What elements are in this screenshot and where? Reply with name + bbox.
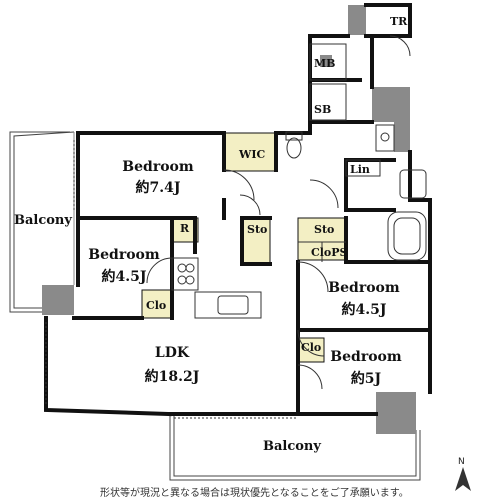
bedroom4-name: Bedroom <box>330 349 402 365</box>
interior-details <box>45 35 427 419</box>
sto1-label: Sto <box>247 223 268 236</box>
bedroom1-size: 約7.4J <box>135 180 181 196</box>
bedroom1-name: Bedroom <box>122 159 194 175</box>
door-swing <box>297 261 329 293</box>
r-label: R <box>180 222 190 235</box>
mb-label: MB <box>314 57 336 70</box>
sto1-fill <box>241 217 271 265</box>
tr-label: TR <box>390 15 408 28</box>
wic-fill <box>223 132 277 172</box>
door-swing <box>297 329 325 357</box>
door-swing <box>309 179 339 209</box>
door-swing <box>146 257 173 284</box>
ldk-size: 約18.2J <box>144 369 200 385</box>
lin-label: Lin <box>350 163 370 176</box>
bedroom3-name: Bedroom <box>328 280 400 296</box>
door-swing <box>389 35 411 57</box>
column <box>394 122 410 152</box>
column <box>320 55 332 67</box>
sb-label: SB <box>314 103 332 116</box>
north-arrow-icon <box>455 467 471 491</box>
ldk-name: LDK <box>154 345 190 361</box>
column <box>372 87 410 122</box>
column <box>348 5 366 35</box>
door-swing <box>239 194 261 216</box>
disclaimer-note: 形状等が現況と異なる場合は現状優先となることをご了承願います。 <box>100 488 409 499</box>
bedroom2-size: 約4.5J <box>101 269 147 285</box>
wic-label: WIC <box>239 148 266 161</box>
clops-label: CloPS <box>311 246 348 259</box>
clo2-label: Clo <box>301 341 322 354</box>
sto2-label: Sto <box>314 223 335 236</box>
bedroom2-name: Bedroom <box>88 247 160 263</box>
door-swing <box>297 364 323 390</box>
door-swing <box>223 169 255 201</box>
storage-fills <box>141 132 347 363</box>
structural-columns <box>42 5 416 434</box>
balcony-south <box>169 414 421 481</box>
clo1-label: Clo <box>146 299 167 312</box>
balcony-south-label: Balcony <box>263 439 321 454</box>
walls <box>44 3 432 417</box>
column <box>42 285 74 315</box>
bedroom4-size: 約5J <box>350 371 382 387</box>
clo2-fill <box>297 337 325 363</box>
clo1-fill <box>141 289 173 319</box>
balcony-west-label: Balcony <box>14 213 72 228</box>
bedroom3-size: 約4.5J <box>341 302 387 318</box>
column <box>376 392 416 434</box>
north-label: N <box>458 457 465 467</box>
